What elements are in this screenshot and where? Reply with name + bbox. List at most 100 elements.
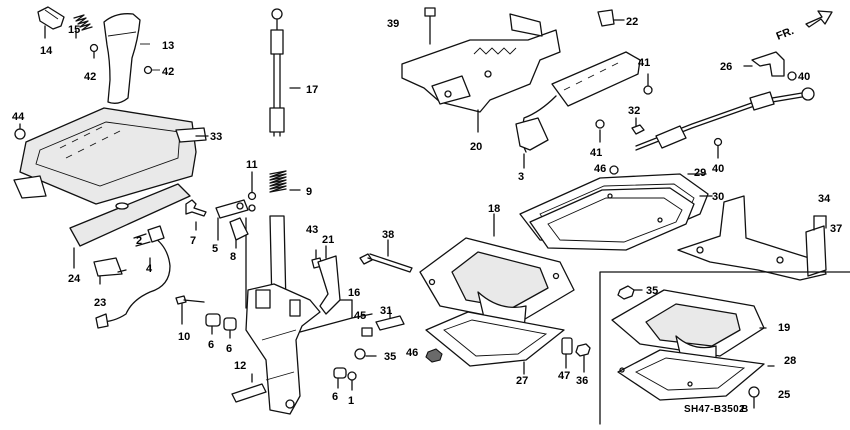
- slide-cover-group: [69, 183, 191, 269]
- callout-13: 13: [162, 40, 174, 52]
- harness-plug-part: [515, 117, 549, 151]
- bolt-7-part: [185, 199, 207, 217]
- callout-40-upper: 40: [798, 71, 810, 83]
- callout-47: 47: [558, 370, 570, 382]
- bracket-34-part: [677, 195, 827, 281]
- knob-button-part: [37, 6, 65, 30]
- shift-lever-group: [269, 8, 301, 193]
- lever-spring-part: [269, 170, 287, 193]
- inset-frame-border: [599, 271, 850, 425]
- callout-41-lower: 41: [590, 147, 602, 159]
- collars-group: [175, 295, 237, 339]
- stopper-5-part: [215, 199, 249, 219]
- callout-42-upper: 42: [84, 71, 96, 83]
- nut-32-part: [631, 124, 645, 135]
- callout-2: 2: [136, 235, 142, 247]
- harness-3-group: [515, 51, 641, 169]
- callout-46-lower: 46: [406, 347, 418, 359]
- lever-bracket-part: [245, 283, 321, 415]
- adjuster-31-part: [375, 315, 405, 331]
- callout-12: 12: [234, 360, 246, 372]
- bracket-34-group: [677, 195, 827, 281]
- callout-15: 15: [68, 24, 80, 36]
- front-arrow-icon: [805, 10, 833, 28]
- slide-cover-part: [69, 183, 191, 247]
- bolt-10-part: [175, 295, 187, 305]
- callout-44: 44: [12, 111, 25, 123]
- nut-46a-part: [609, 165, 619, 175]
- diagram-code: SH47-B3502: [684, 404, 745, 415]
- bolts-41-32: [595, 73, 653, 143]
- callout-20: 20: [470, 141, 482, 153]
- clip-22-group: [597, 9, 625, 27]
- callout-23: 23: [94, 297, 106, 309]
- bolt-25-part: [748, 386, 760, 398]
- knob-screw-b-part: [143, 65, 153, 75]
- callout-35-inset: 35: [646, 285, 658, 297]
- bracket-21-group: [311, 245, 341, 315]
- callout-6-b: 6: [226, 343, 232, 355]
- callout-29: 29: [694, 167, 706, 179]
- small-parts-mid: [185, 171, 257, 249]
- bushing-8-part: [229, 217, 249, 241]
- diagram-code-group: SH47-B3502 B: [684, 404, 748, 415]
- collar-6c-part: [333, 367, 347, 379]
- callout-41-upper: 41: [638, 57, 650, 69]
- clip-22-part: [597, 9, 615, 27]
- knob-spring-part: [73, 14, 93, 31]
- nut-46b-part: [425, 348, 443, 363]
- base-bracket-part: [401, 29, 561, 113]
- callout-33: 33: [210, 131, 222, 143]
- harness-connector-part: [551, 51, 641, 107]
- front-direction-arrow: FR.: [775, 10, 833, 43]
- callout-18: 18: [488, 203, 500, 215]
- callout-36: 36: [576, 375, 588, 387]
- callout-19: 19: [778, 322, 790, 334]
- inset-frame: [599, 271, 850, 425]
- bolt-41a-part: [643, 85, 653, 95]
- gasket-27-group: [425, 311, 565, 375]
- callout-42-lower: 42: [162, 66, 174, 78]
- collar-6a-part: [205, 313, 221, 327]
- callout-9: 9: [306, 186, 312, 198]
- lever-top-eye: [271, 8, 283, 20]
- switch-harness-group: [93, 225, 171, 329]
- bolt-38-group: [359, 239, 413, 273]
- callout-22: 22: [626, 16, 638, 28]
- callout-21: 21: [322, 234, 334, 246]
- callout-labels: 14 15 42 13 42 17 3 9 22 41 2 6 40 44 33 3…: [12, 16, 842, 407]
- clip-1-part: [347, 371, 357, 381]
- callout-40-lower: 40: [712, 163, 724, 175]
- bolt-45-part: [361, 327, 373, 337]
- callout-3: 3: [518, 171, 524, 183]
- nuts-group: [425, 337, 591, 373]
- nut-35b-part: [354, 348, 366, 360]
- collar-6b-part: [223, 317, 237, 331]
- callout-37: 37: [830, 223, 842, 235]
- bolt-40b-part: [713, 137, 723, 147]
- callout-28: 28: [784, 355, 796, 367]
- callout-16: 16: [348, 287, 360, 299]
- callout-30: 30: [712, 191, 724, 203]
- callout-24: 24: [68, 273, 81, 285]
- cable-end-part: [655, 125, 687, 149]
- gasket-plates-group: [519, 173, 713, 251]
- lever-bracket-group: [231, 215, 321, 415]
- callout-14: 14: [40, 45, 53, 57]
- front-direction-label: FR.: [775, 25, 796, 43]
- gasket-28-part: [617, 349, 765, 401]
- callout-45: 45: [354, 310, 366, 322]
- callout-17: 17: [306, 84, 318, 96]
- shift-cable-group: [609, 51, 815, 175]
- base-bracket-group: [401, 7, 561, 133]
- callout-43: 43: [306, 224, 318, 236]
- inset-parts-group: [611, 285, 775, 409]
- callout-38: 38: [382, 229, 394, 241]
- callout-6-c: 6: [332, 391, 338, 403]
- callout-32: 32: [628, 105, 640, 117]
- shift-knob-part: [103, 13, 141, 104]
- knob-screw-part: [89, 43, 99, 53]
- bolt-41b-part: [595, 119, 605, 129]
